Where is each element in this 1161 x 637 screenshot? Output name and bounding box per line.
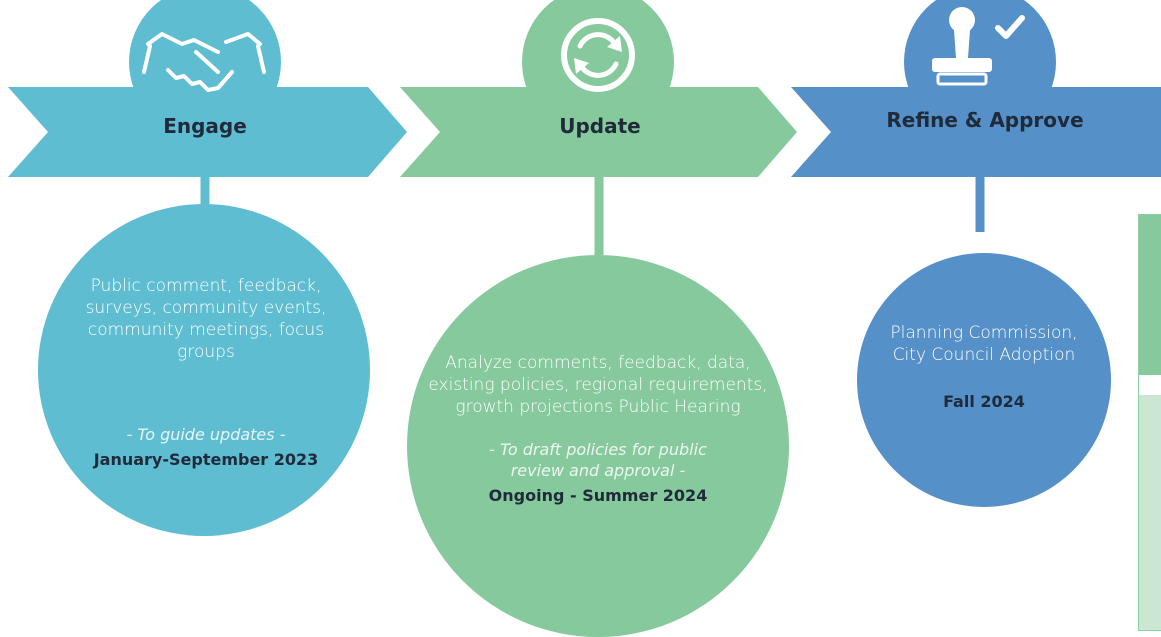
engage-label: Engage xyxy=(163,114,247,138)
update-label: Update xyxy=(559,114,641,138)
update-date: Ongoing - Summer 2024 xyxy=(488,485,708,505)
refresh-cycle-icon xyxy=(561,18,635,92)
engage-text: Public comment, feedback, surveys, commu… xyxy=(54,275,358,471)
update-description: Analyze comments, feedback, data, existi… xyxy=(428,353,768,418)
refine-approve-circle xyxy=(857,253,1111,507)
update-circle xyxy=(407,255,789,637)
engage-note: - To guide updates - xyxy=(126,425,286,445)
update-icon-circle xyxy=(522,0,674,138)
refine-approve-description: Planning Commission, City Council Adopti… xyxy=(890,323,1078,366)
handshake-icon xyxy=(142,32,266,92)
side-panel-top-band xyxy=(1139,215,1161,375)
refine-approve-date: Fall 2024 xyxy=(943,392,1025,412)
side-panel-bottom-band xyxy=(1139,395,1161,630)
engage-circle xyxy=(38,204,370,536)
engage-description: Public comment, feedback, surveys, commu… xyxy=(85,276,327,363)
engage-date: January-September 2023 xyxy=(93,450,319,470)
refine-approve-label: Refine & Approve xyxy=(886,108,1084,132)
refine-approve-text: Planning Commission, City Council Adopti… xyxy=(866,322,1102,413)
update-text: Analyze comments, feedback, data, existi… xyxy=(422,352,774,507)
approval-stamp-icon xyxy=(932,7,1025,86)
side-panel-partial xyxy=(1138,214,1161,631)
update-note: - To draft policies for public review an… xyxy=(489,440,707,481)
